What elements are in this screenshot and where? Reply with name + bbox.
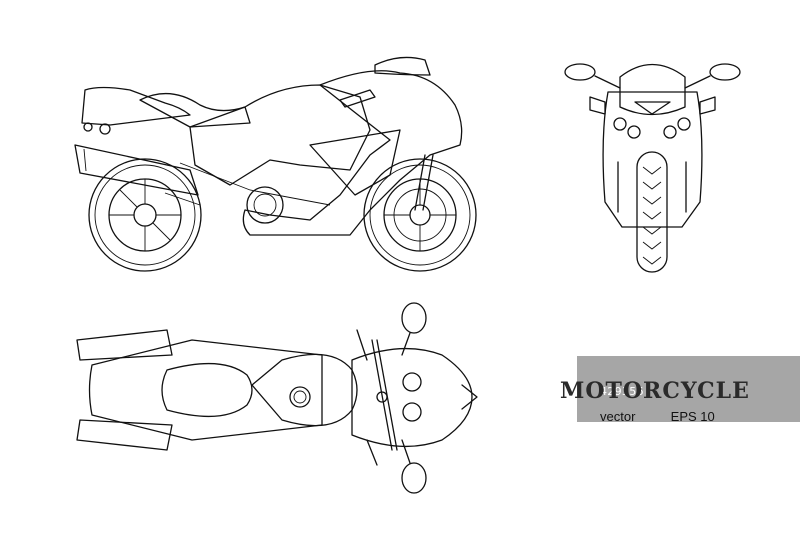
subtitle-version: EPS 10 <box>670 409 715 424</box>
page-title: MOTORCYCLE <box>560 378 750 404</box>
motorcycle-front-view <box>560 52 745 282</box>
motorcycle-top-view <box>72 300 492 495</box>
subtitle-format: vector <box>600 409 636 424</box>
subtitle: vector EPS 10 <box>600 409 715 424</box>
motorcycle-side-view <box>70 45 490 280</box>
watermark-band <box>577 356 800 422</box>
watermark-text: 429356 <box>600 385 644 398</box>
